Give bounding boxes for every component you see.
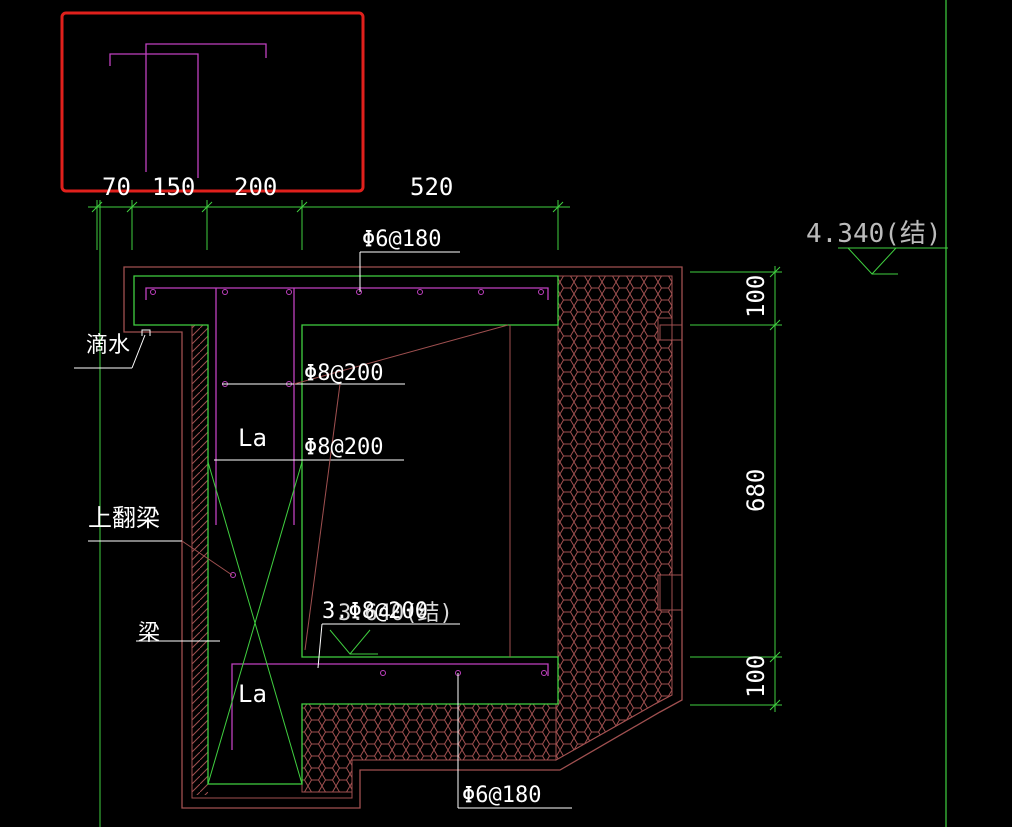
t-rebar-sketch bbox=[109, 43, 267, 178]
dim-100-bottom: 100 bbox=[742, 655, 770, 698]
drip-label: 滴水 bbox=[86, 333, 130, 358]
dim-200: 200 bbox=[234, 173, 277, 201]
rebar-bottom-label: Φ6@180 bbox=[462, 783, 541, 808]
right-dimension-chain bbox=[690, 266, 782, 712]
leader-lines bbox=[74, 251, 572, 809]
upturn-beam-label: 上翻梁 bbox=[88, 504, 160, 532]
rebar-group bbox=[145, 287, 549, 750]
dim-680: 680 bbox=[742, 469, 770, 512]
dim-520: 520 bbox=[410, 173, 453, 201]
rebar-mid2-label: Φ8@200 bbox=[304, 435, 383, 460]
elevation-marker bbox=[838, 247, 948, 275]
rebar-mid1-label: Φ8@200 bbox=[304, 361, 383, 386]
overlap-label-a: 3.Φ8@200 bbox=[322, 599, 428, 624]
insulation-bottom bbox=[301, 703, 557, 793]
dim-70: 70 bbox=[102, 173, 131, 201]
rebar-top-label: Φ6@180 bbox=[362, 227, 441, 252]
dim-150: 150 bbox=[152, 173, 195, 201]
la-bottom-label: La bbox=[238, 680, 267, 708]
web-hatch bbox=[192, 325, 208, 795]
concrete-outline bbox=[123, 266, 683, 809]
la-top-label: La bbox=[238, 424, 267, 452]
elevation-label: 4.340(结) bbox=[806, 219, 942, 249]
dim-100-top: 100 bbox=[742, 275, 770, 318]
beam-label: 梁 bbox=[138, 621, 160, 646]
right-notch-outline bbox=[659, 300, 683, 611]
leader-diagonals bbox=[181, 324, 509, 651]
top-dimension-chain bbox=[88, 200, 570, 250]
la-cross bbox=[207, 461, 303, 785]
drip-notch bbox=[141, 329, 151, 336]
inner-elevation-marker bbox=[329, 629, 378, 655]
overlap-label-b: 3.640(结) bbox=[338, 601, 453, 626]
section-outline bbox=[133, 275, 559, 785]
insulation-right bbox=[555, 275, 673, 761]
highlight-box bbox=[60, 11, 365, 193]
